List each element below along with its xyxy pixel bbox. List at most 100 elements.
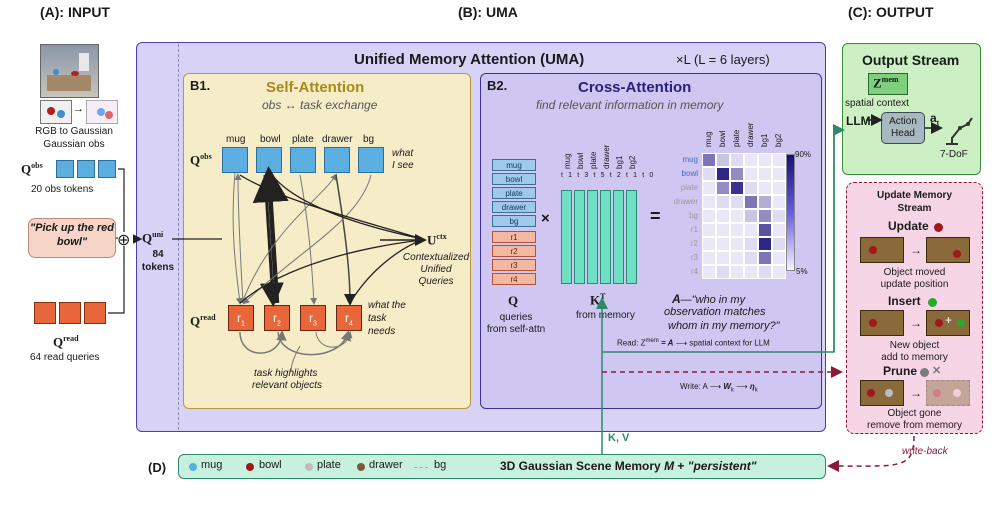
k-label-bg1: bg1 [615,155,624,169]
heatmap-row-label: r4 [690,267,698,276]
cross-attention-subtitle: find relevant information in memory [536,98,724,112]
arrow-to-gaussian: → [73,103,84,115]
update-arrow: → [910,243,922,257]
thumb2-dot-blue [97,108,105,116]
task-highlights-1: task highlights [254,368,318,379]
heatmap-cell [730,181,744,195]
heatmap-cell [772,237,786,251]
q-row-drawer: drawer [492,201,536,213]
heatmap-cell [716,153,730,167]
heatmap-cell [772,195,786,209]
task-needs-3: needs [368,326,396,337]
update-before-bowl [869,246,877,254]
k-col-plate [587,190,598,284]
update-drawer-before [860,237,904,263]
heatmap-cell [716,251,730,265]
input-read-token-1 [34,302,56,324]
heatmap-cell [758,223,772,237]
obs-token-bowl [256,147,282,173]
k-col-bowl [574,190,585,284]
table-surface [47,75,91,91]
heatmap-cell [758,181,772,195]
insert-drawer-after: + [926,310,970,336]
heatmap-row-label: r1 [690,225,698,234]
heatmap-cell [772,251,786,265]
q-row-r1: r1 [492,231,536,243]
heatmap-row-label: bg [689,211,698,220]
input-q-obs: Qobs [21,161,43,177]
q-desc-1: queries [499,312,533,323]
uni-tokens: tokens [141,262,175,273]
scene-robot [79,53,89,71]
heatmap-cell [716,223,730,237]
dof-label: 7-DoF [940,149,968,160]
k-label-bowl: bowl [576,152,585,169]
obs-token-plate [290,147,316,173]
heatmap-col-label: mug [704,131,713,147]
prune-drawer-after [926,380,970,406]
heatmap-cell [716,265,730,279]
heatmap-cell [772,209,786,223]
insert-label: Insert [888,294,921,308]
heatmap-cell [758,195,772,209]
heatmap-row-label: drawer [673,197,698,206]
heatmap-cell [702,265,716,279]
heatmap-cell [730,195,744,209]
input-read-token-3 [84,302,106,324]
cross-attention-tag: B2. [487,78,508,93]
update-label: Update [888,219,929,233]
k-col-drawer [600,190,611,284]
insert-plus: + [945,313,953,327]
update-after-bowl [953,250,961,258]
language-prompt-box [28,218,116,258]
output-stream-title: Output Stream [862,52,960,68]
read-token-r2: r2 [264,305,290,331]
heatmap-cell [744,167,758,181]
input-caption-2: Gaussian obs [43,139,105,150]
heatmap-cell [744,237,758,251]
heatmap-cell [744,209,758,223]
legend-bg-icon [414,467,428,468]
action-head-box [881,112,925,144]
heatmap-cell [772,181,786,195]
q-row-mug: mug [492,159,536,171]
legend-plate-icon [305,463,313,471]
k-time-row: t1t3t5t2t1t0 [561,172,659,179]
action-head-2: Head [891,128,915,139]
uma-layers: ×L (L = 6 layers) [676,52,770,67]
prune-desc-2: remove from memory [866,420,962,431]
update-stream-title-1: Update Memory [876,190,952,201]
prune-dot [920,368,929,377]
task-needs-2: task [368,313,387,324]
memory-title: 3D Gaussian Scene Memory M + "persistent… [500,459,757,473]
u-desc-2: Unified [420,264,452,275]
k-label-mug: mug [563,153,572,169]
self-attention-title: Self-Attention [266,79,365,96]
concat-oplus: ⊕ [117,232,131,249]
heatmap-cell [730,265,744,279]
heatmap-cell [758,237,772,251]
heatmap-cell [730,167,744,181]
heatmap-cell [744,265,758,279]
task-needs-1: what the [368,300,406,311]
q-row-bg: bg [492,215,536,227]
obs-label-bowl: bowl [260,134,281,145]
heatmap-cell [758,265,772,279]
heatmap-cell [758,251,772,265]
input-read-token-2 [59,302,81,324]
a-desc-1: A—"who in my [672,292,746,306]
heatmap-cell [702,167,716,181]
memory-section-label: (D) [148,460,167,475]
self-q-obs: Qobs [190,152,212,168]
read-line: Read: Zmem = A ⟶ spatial context for LLM [617,338,770,348]
self-q-read: Qread [190,313,216,329]
obs-token-bg [358,147,384,173]
heatmap-cell [744,181,758,195]
legend-bowl: bowl [259,459,282,471]
heatmap-cell [758,209,772,223]
update-desc-2: update position [880,279,949,290]
obs-label-mug: mug [226,134,246,145]
self-attention-tag: B1. [190,78,211,93]
llm-label: LLM [846,114,871,128]
